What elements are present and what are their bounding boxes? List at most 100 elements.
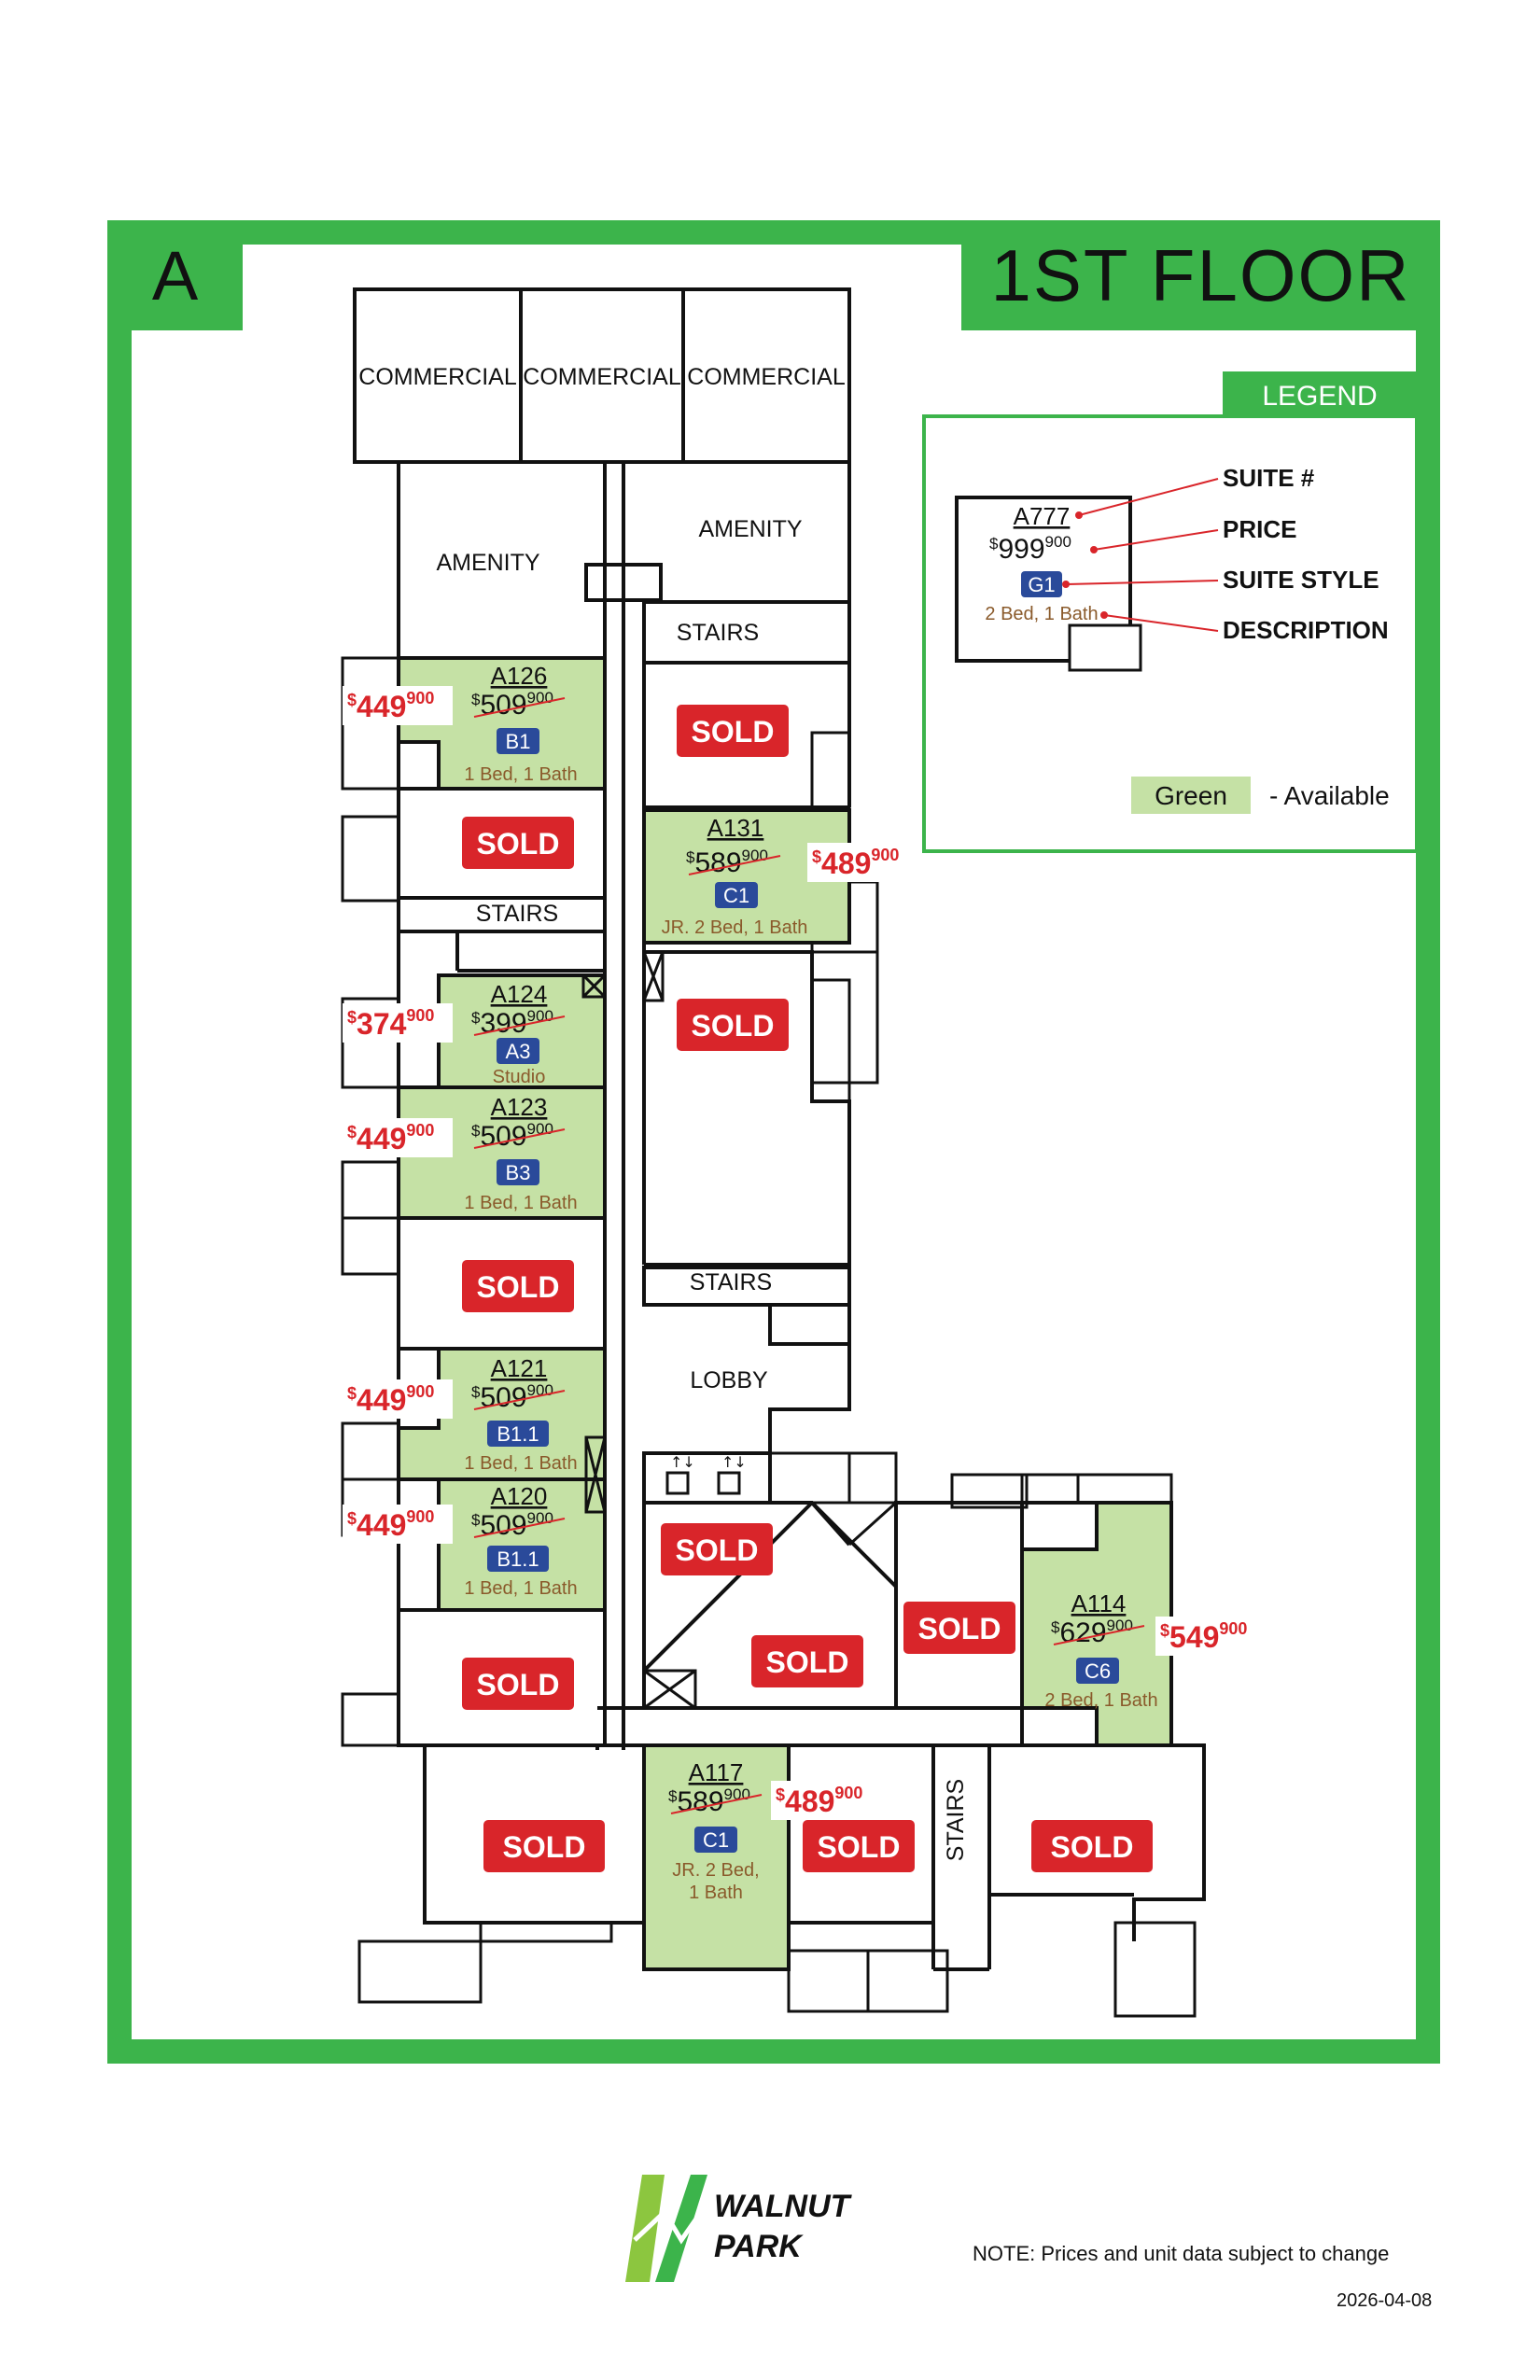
svg-text:$589900: $589900 — [686, 847, 768, 878]
room-lobby: LOBBY — [690, 1367, 768, 1393]
date-stamp: 2026-04-08 — [1337, 2290, 1433, 2311]
sold-badge: SOLD — [677, 705, 789, 757]
svg-text:SOLD: SOLD — [477, 1270, 560, 1304]
svg-text:B1.1: B1.1 — [497, 1422, 539, 1446]
legend-label-description: DESCRIPTION — [1223, 616, 1389, 644]
suite-a126[interactable]: A126 $509900 B1 1 Bed, 1 Bath $449900 — [343, 662, 578, 785]
svg-text:SOLD: SOLD — [676, 1533, 759, 1567]
svg-text:Studio: Studio — [493, 1067, 546, 1087]
block-letter: A — [107, 220, 243, 330]
legend-available-text: - Available — [1269, 781, 1390, 810]
svg-text:2 Bed, 1 Bath: 2 Bed, 1 Bath — [1044, 1690, 1157, 1711]
room-amenity: AMENITY — [436, 550, 539, 576]
legend-sample-description: 2 Bed, 1 Bath — [985, 604, 1098, 624]
svg-text:SOLD: SOLD — [692, 715, 775, 749]
suite-a124[interactable]: A124 $399900 A3 Studio $374900 — [343, 980, 566, 1087]
suite-a121[interactable]: A121 $509900 B1.1 1 Bed, 1 Bath $449900 — [343, 1354, 578, 1474]
room-stairs: STAIRS — [943, 1779, 969, 1861]
room-amenity: AMENITY — [698, 516, 802, 542]
svg-text:B3: B3 — [506, 1161, 531, 1184]
room-commercial: COMMERCIAL — [687, 364, 846, 390]
svg-text:SOLD: SOLD — [692, 1009, 775, 1043]
svg-text:A124: A124 — [491, 980, 548, 1008]
legend-label-suite: SUITE # — [1223, 464, 1315, 492]
sold-badge: SOLD — [483, 1820, 605, 1872]
svg-text:A121: A121 — [491, 1354, 548, 1382]
sold-badge: SOLD — [462, 817, 574, 869]
svg-text:$589900: $589900 — [668, 1785, 750, 1817]
suite-a131-area[interactable] — [642, 808, 851, 945]
svg-text:A114: A114 — [1071, 1589, 1127, 1617]
sold-badge: SOLD — [903, 1602, 1015, 1654]
svg-text:$999900: $999900 — [989, 533, 1071, 565]
svg-text:A126: A126 — [491, 662, 548, 690]
svg-text:C6: C6 — [1085, 1659, 1111, 1683]
room-commercial: COMMERCIAL — [523, 364, 681, 390]
svg-text:$509900: $509900 — [471, 1120, 553, 1152]
suite-a120-area[interactable] — [437, 1477, 607, 1612]
suite-a120[interactable]: A120 $509900 B1.1 1 Bed, 1 Bath $449900 — [343, 1482, 578, 1599]
svg-text:$489900: $489900 — [776, 1784, 862, 1818]
svg-text:1 Bed, 1 Bath: 1 Bed, 1 Bath — [464, 764, 577, 785]
suite-a123[interactable]: A123 $509900 B3 1 Bed, 1 Bath $449900 — [343, 1093, 578, 1213]
sold-badge: SOLD — [677, 999, 789, 1051]
svg-text:C1: C1 — [703, 1828, 729, 1852]
floor-title: 1ST FLOOR — [961, 220, 1440, 330]
elevator-icon: ↑↓ — [670, 1453, 695, 1471]
svg-text:SOLD: SOLD — [1051, 1830, 1134, 1864]
svg-text:$509900: $509900 — [471, 1381, 553, 1413]
elevator-icon: ↑↓ — [721, 1453, 747, 1471]
svg-text:1 Bed, 1 Bath: 1 Bed, 1 Bath — [464, 1578, 577, 1599]
svg-text:A3: A3 — [506, 1040, 531, 1063]
suite-a114[interactable]: A114 $629900 C6 2 Bed, 1 Bath $549900 — [1044, 1589, 1266, 1711]
svg-text:SOLD: SOLD — [477, 827, 560, 861]
svg-text:$449900: $449900 — [347, 1382, 434, 1417]
svg-text:1 Bed, 1 Bath: 1 Bed, 1 Bath — [464, 1193, 577, 1213]
svg-text:SOLD: SOLD — [818, 1830, 901, 1864]
svg-text:WALNUT: WALNUT — [714, 2189, 853, 2224]
commercial-block — [353, 287, 851, 464]
svg-text:JR. 2 Bed, 1 Bath: JR. 2 Bed, 1 Bath — [662, 917, 808, 938]
sold-badge: SOLD — [803, 1820, 915, 1872]
room-stairs: STAIRS — [677, 620, 759, 646]
walnut-park-logo: WALNUT PARK — [625, 2175, 853, 2282]
svg-text:$449900: $449900 — [347, 689, 434, 723]
room-stairs: STAIRS — [690, 1269, 772, 1295]
legend-label-price: PRICE — [1223, 515, 1296, 543]
suite-a117-area[interactable] — [642, 1743, 791, 1971]
svg-text:$489900: $489900 — [812, 846, 899, 880]
svg-text:A131: A131 — [707, 814, 764, 842]
legend-sample-suite: A777 — [1014, 502, 1071, 530]
svg-text:A120: A120 — [491, 1482, 548, 1510]
suite-a131[interactable]: A131 $589900 C1 JR. 2 Bed, 1 Bath $48990… — [662, 814, 917, 938]
svg-text:C1: C1 — [723, 884, 749, 907]
svg-text:$374900: $374900 — [347, 1006, 434, 1041]
legend-title: LEGEND — [1262, 381, 1377, 412]
disclaimer-note: NOTE: Prices and unit data subject to ch… — [973, 2242, 1390, 2265]
svg-text:1 Bed, 1 Bath: 1 Bed, 1 Bath — [464, 1453, 577, 1474]
sold-badge: SOLD — [1031, 1820, 1153, 1872]
svg-text:B1: B1 — [506, 730, 531, 753]
svg-text:A123: A123 — [491, 1093, 548, 1121]
svg-text:SOLD: SOLD — [918, 1612, 1001, 1645]
legend-label-style: SUITE STYLE — [1223, 566, 1379, 594]
svg-text:1 Bath: 1 Bath — [689, 1883, 743, 1903]
svg-text:$449900: $449900 — [347, 1507, 434, 1542]
room-commercial: COMMERCIAL — [358, 364, 517, 390]
suite-a114-area[interactable] — [1020, 1501, 1173, 1747]
svg-text:JR. 2 Bed,: JR. 2 Bed, — [672, 1860, 759, 1881]
svg-text:PARK: PARK — [714, 2229, 804, 2264]
svg-text:SOLD: SOLD — [766, 1645, 849, 1679]
sold-badge: SOLD — [751, 1635, 863, 1687]
legend: LEGEND A777 $999900 G1 2 Bed, 1 Bath SUI… — [922, 371, 1419, 853]
svg-text:SOLD: SOLD — [503, 1830, 586, 1864]
sold-badge: SOLD — [661, 1523, 773, 1575]
sold-badge: SOLD — [462, 1260, 574, 1312]
svg-text:SOLD: SOLD — [477, 1668, 560, 1701]
legend-sample-style: G1 — [1028, 573, 1055, 596]
svg-text:B1.1: B1.1 — [497, 1547, 539, 1571]
legend-available-swatch: Green — [1155, 781, 1227, 810]
suite-a117[interactable]: A117 $589900 C1 JR. 2 Bed, 1 Bath $48990… — [668, 1758, 881, 1903]
svg-text:$549900: $549900 — [1160, 1619, 1247, 1654]
